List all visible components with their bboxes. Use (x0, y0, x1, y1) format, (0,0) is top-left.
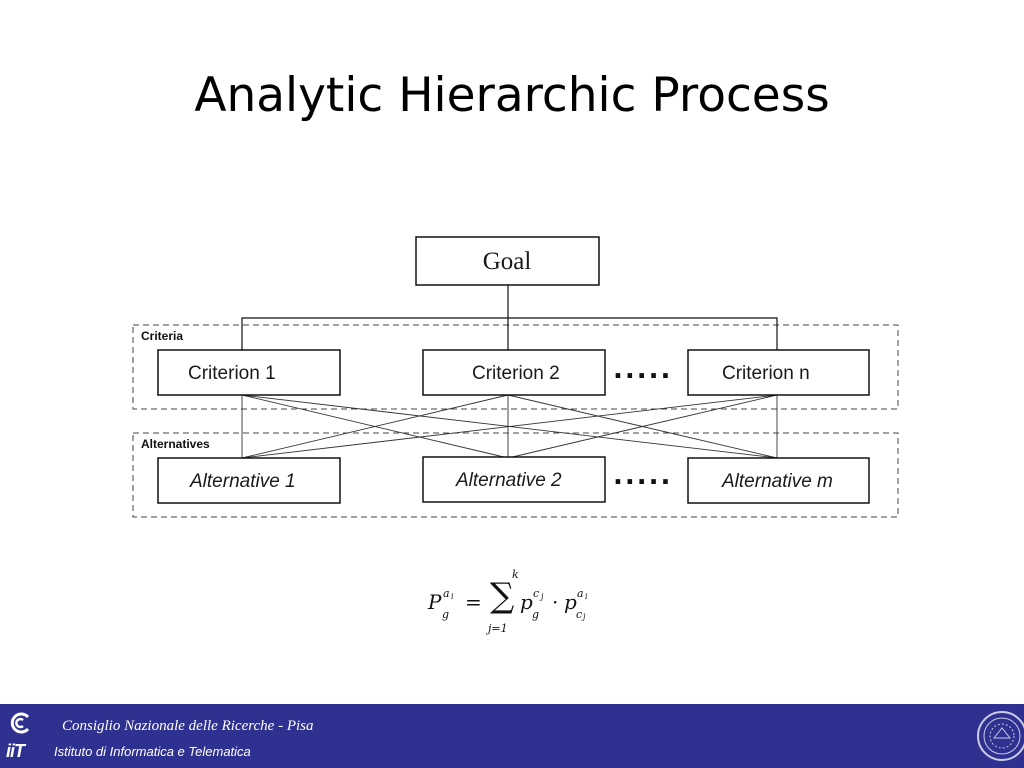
formula-term1-sup: c (533, 587, 540, 600)
footer-bar: iiT Consiglio Nazionale delle Ricerche -… (0, 704, 1024, 768)
iit-logo: iiT (6, 741, 25, 761)
formula-lhs-sup: a (443, 587, 450, 600)
criteria-ellipsis: ..... (613, 355, 672, 385)
ahp-priority-formula: P a i g = k ∑ j=1 p c j g · p a i c j (426, 566, 606, 646)
formula-term1-sup-sub: j (541, 592, 544, 601)
alternative-label: Alternative 1 (189, 471, 296, 492)
criterion-node-2: Criterion 2 (422, 349, 606, 396)
criterion-label: Criterion n (722, 363, 810, 384)
formula-sum-upper: k (512, 568, 519, 581)
formula-term1-sub: g (532, 608, 540, 621)
formula-sum-lower: j=1 (488, 622, 508, 635)
criteria-alternative-links (241, 394, 778, 459)
institute-name: Istituto di Informatica e Telematica (54, 744, 251, 759)
alternative-label: Alternative 2 (455, 470, 562, 491)
formula-term2-sub-sub: j (583, 612, 586, 621)
formula-term1: p (520, 590, 533, 614)
summation-symbol: ∑ (490, 576, 515, 616)
alternative-label: Alternative m (721, 471, 833, 492)
organization-name: Consiglio Nazionale delle Ricerche - Pis… (62, 718, 314, 734)
alternative-node-m: Alternative m (687, 457, 870, 504)
formula-term2-sub: c (576, 608, 583, 621)
university-seal-icon (977, 711, 1024, 761)
alternatives-group-frame (132, 432, 899, 518)
formula-term2-sup-sub: i (585, 592, 588, 601)
alternative-node-2: Alternative 2 (422, 456, 606, 503)
formula-lhs: P (428, 590, 442, 614)
criteria-group-label: Criteria (141, 329, 183, 343)
goal-branch-line (241, 317, 778, 350)
formula-lhs-sub: g (442, 608, 450, 621)
formula-dot: · (552, 590, 559, 614)
formula-lhs-sup-sub: i (451, 592, 454, 601)
slide-title: Analytic Hierarchic Process (194, 68, 830, 123)
goal-node: Goal (415, 236, 600, 286)
alternatives-ellipsis: ..... (613, 461, 672, 491)
formula-equals: = (465, 590, 482, 614)
criterion-node-1: Criterion 1 (157, 349, 341, 396)
criterion-label: Criterion 1 (188, 363, 276, 384)
alternative-node-1: Alternative 1 (157, 457, 341, 504)
criteria-group-frame (132, 324, 899, 410)
criterion-node-n: Criterion n (687, 349, 870, 396)
criterion-label: Criterion 2 (472, 363, 560, 384)
alternatives-group-label: Alternatives (141, 437, 210, 451)
ahp-hierarchy-diagram: Criteria Alternatives Goal Criterion 1 C… (132, 236, 899, 518)
goal-label: Goal (483, 248, 532, 275)
formula-term2-sup: a (577, 587, 584, 600)
formula-term2: p (564, 590, 577, 614)
cnr-logo-icon (10, 712, 30, 734)
